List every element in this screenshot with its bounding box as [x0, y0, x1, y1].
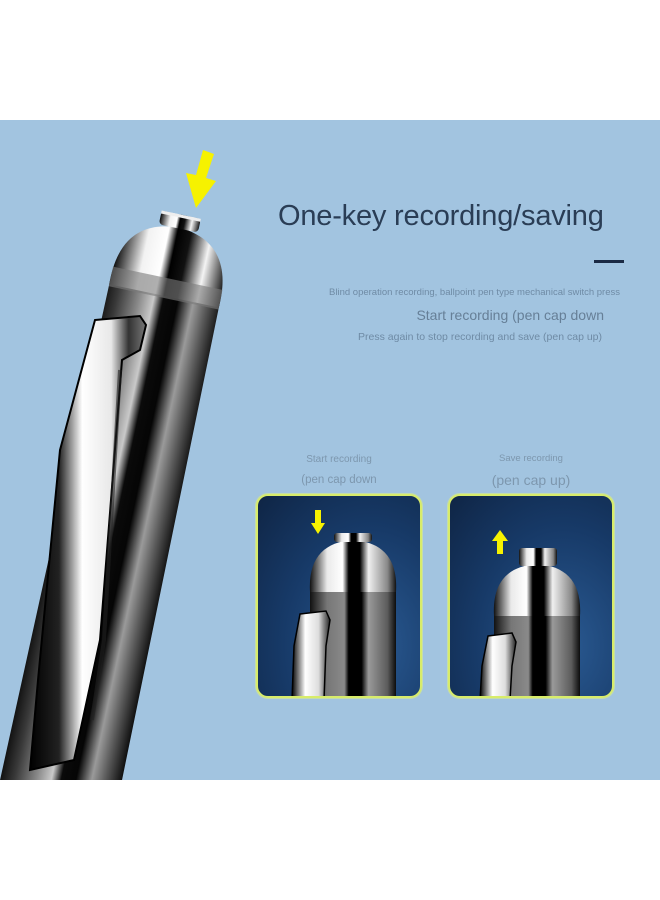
description-line-1: Blind operation recording, ballpoint pen…: [329, 287, 620, 298]
recording-pen-illustration: [0, 150, 223, 780]
page-title: One-key recording/saving: [278, 200, 604, 232]
arrow-down-icon: [311, 510, 325, 534]
card-1-label-top: Start recording: [306, 454, 372, 465]
arrow-up-icon: [492, 530, 508, 554]
card-save-recording: [448, 494, 614, 698]
pen-cap-up-illustration: [479, 530, 581, 696]
card-start-recording: [256, 494, 422, 698]
product-panel: One-key recording/saving Blind operation…: [0, 120, 660, 780]
description-line-2: Start recording (pen cap down: [416, 307, 604, 323]
arrow-down-icon: [186, 150, 216, 208]
card-2-label-top: Save recording: [499, 453, 563, 464]
pen-cap-down-illustration: [291, 510, 397, 696]
card-1-label-bottom: (pen cap down: [301, 474, 377, 486]
description-line-3: Press again to stop recording and save (…: [358, 331, 602, 343]
title-divider: [594, 260, 624, 263]
card-2-label-bottom: (pen cap up): [491, 472, 571, 488]
